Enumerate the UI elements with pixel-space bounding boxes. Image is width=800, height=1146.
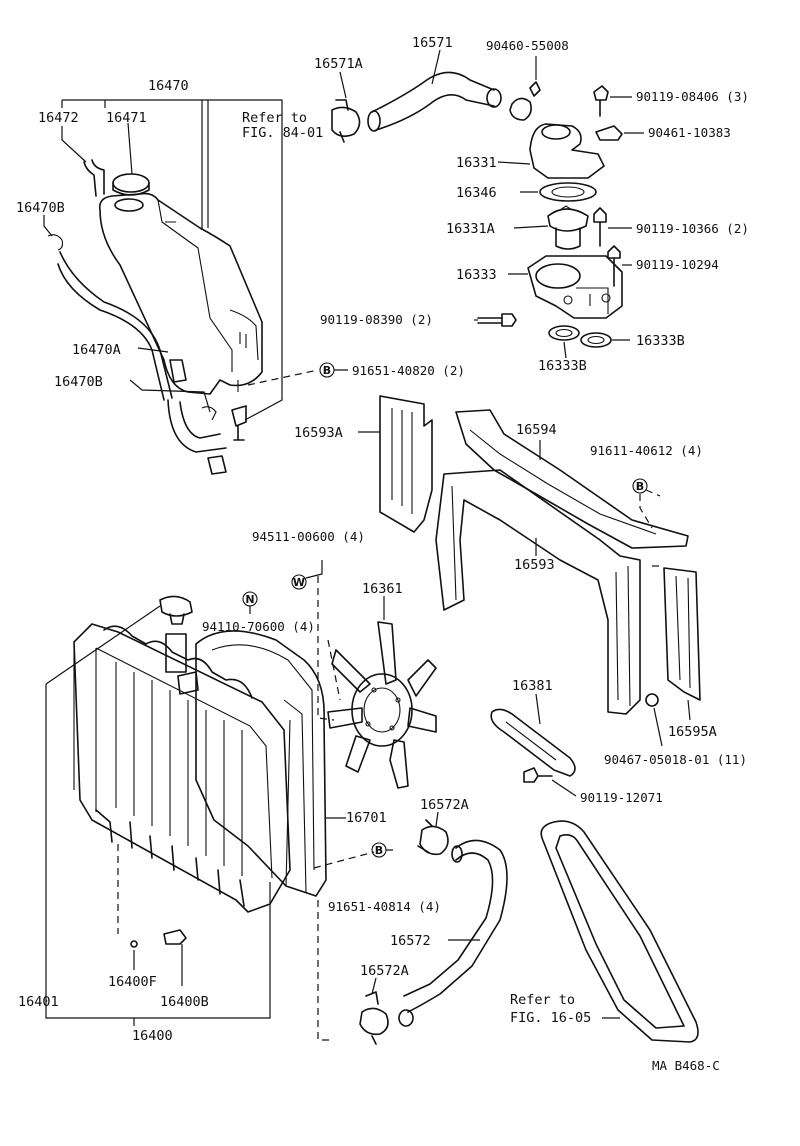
drawing-code: MA B468-C — [652, 1058, 720, 1073]
label-90119-12071: 90119-12071 — [580, 790, 663, 805]
label-91611-40612: 91611-40612 (4) — [590, 443, 703, 458]
label-90119-08406: 90119-08406 (3) — [636, 89, 749, 104]
label-16401: 16401 — [18, 994, 59, 1010]
callout-circle-b-2 — [632, 478, 648, 494]
label-16472: 16472 — [38, 110, 79, 126]
callout-circle-w — [291, 574, 307, 590]
lower-hose-belt-group — [359, 811, 699, 1045]
label-90119-10366: 90119-10366 (2) — [636, 221, 749, 236]
label-16701: 16701 — [346, 810, 387, 826]
label-16593a: 16593A — [294, 425, 343, 441]
label-91651-40814: 91651-40814 (4) — [328, 899, 441, 914]
label-refer-fig84-line1: Refer to — [242, 110, 307, 126]
label-16572a-top: 16572A — [420, 797, 469, 813]
label-16571a: 16571A — [314, 56, 363, 72]
callout-letter-b-3: B — [375, 844, 383, 857]
label-16346: 16346 — [456, 185, 497, 201]
label-16470b-top: 16470B — [16, 200, 65, 216]
label-16572: 16572 — [390, 933, 431, 949]
label-94110-70600: 94110-70600 (4) — [202, 619, 315, 634]
label-16471: 16471 — [106, 110, 147, 126]
label-16331: 16331 — [456, 155, 497, 171]
callout-symbols: B B B N W — [242, 362, 661, 858]
label-refer-fig16-line2: FIG. 16-05 — [510, 1010, 591, 1026]
label-16470b-bottom: 16470B — [54, 374, 103, 390]
fan-group — [317, 576, 577, 797]
callout-letter-b-2: B — [636, 480, 644, 493]
label-16400f: 16400F — [108, 974, 157, 990]
label-16593: 16593 — [514, 557, 555, 573]
radiator-group — [45, 595, 375, 1041]
label-90461-10383: 90461-10383 — [648, 125, 731, 140]
reservoir-tank-group — [43, 99, 319, 475]
label-16333b-right: 16333B — [636, 333, 685, 349]
label-94511-00600: 94511-00600 (4) — [252, 529, 365, 544]
water-outlet-group — [331, 49, 644, 359]
callout-letter-b-1: B — [323, 364, 331, 377]
label-16331a: 16331A — [446, 221, 495, 237]
label-16400b: 16400B — [160, 994, 209, 1010]
label-16470: 16470 — [148, 78, 189, 94]
label-16333: 16333 — [456, 267, 497, 283]
label-refer-fig16-line1: Refer to — [510, 992, 575, 1008]
callout-letter-n: N — [245, 593, 254, 606]
label-16361: 16361 — [362, 581, 403, 597]
label-90467-05018-01: 90467-05018-01 (11) — [604, 752, 747, 767]
shroud-seal-group — [358, 395, 701, 747]
label-16333b-bottom: 16333B — [538, 358, 587, 374]
label-16470a: 16470A — [72, 342, 121, 358]
label-refer-fig84-line2: FIG. 84-01 — [242, 125, 323, 141]
label-90460-55008: 90460-55008 — [486, 38, 569, 53]
label-90119-08390: 90119-08390 (2) — [320, 312, 433, 327]
label-16594: 16594 — [516, 422, 557, 438]
part-labels: 16470 16472 16471 Refer to FIG. 84-01 16… — [16, 35, 749, 1073]
label-16381: 16381 — [512, 678, 553, 694]
label-16572a-bottom: 16572A — [360, 963, 409, 979]
label-16400: 16400 — [132, 1028, 173, 1044]
label-90119-10294: 90119-10294 — [636, 257, 719, 272]
callout-letter-w: W — [293, 576, 305, 589]
label-91651-40820: 91651-40820 (2) — [352, 363, 465, 378]
label-16571: 16571 — [412, 35, 453, 51]
label-16595a: 16595A — [668, 724, 717, 740]
